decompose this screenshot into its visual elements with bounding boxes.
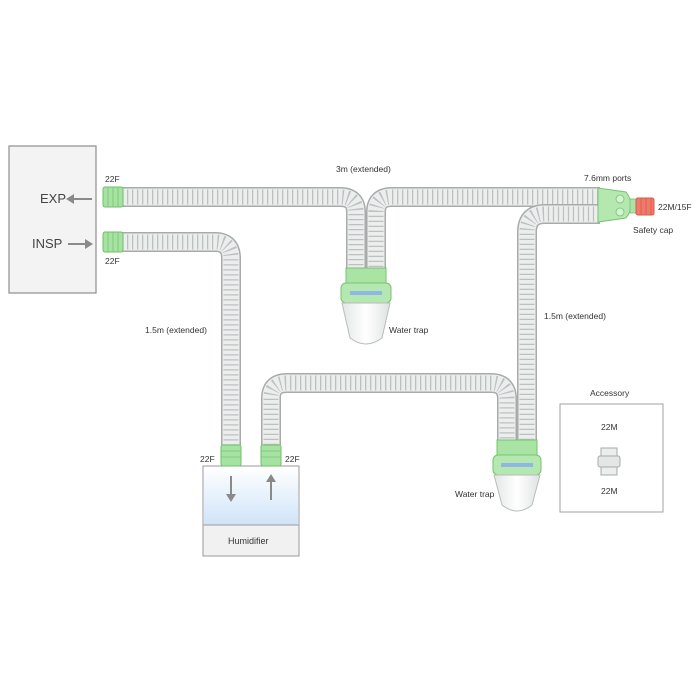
- tube-inspiratory: [122, 232, 241, 445]
- tube-right-length-label: 1.5m (extended): [544, 311, 606, 321]
- water-trap-1: [340, 267, 392, 345]
- humidifier-left-port-label: 22F: [200, 454, 215, 464]
- accessory-bottom-label: 22M: [601, 486, 618, 496]
- ventilator-box: [8, 145, 97, 294]
- humidifier-left-connector: [220, 444, 242, 467]
- humidifier: [202, 465, 300, 557]
- tube-top-length-label: 3m (extended): [336, 164, 391, 174]
- humidifier-label: Humidifier: [228, 536, 269, 546]
- accessory-connector: [597, 447, 621, 476]
- insp-connector-22f: [102, 231, 124, 253]
- humidifier-right-connector: [260, 444, 282, 467]
- water-trap-1-label: Water trap: [389, 325, 429, 335]
- water-trap-2: [492, 439, 542, 512]
- tube-expiratory: [122, 187, 366, 272]
- insp-port-label: 22F: [105, 256, 120, 266]
- safety-cap: [635, 197, 655, 216]
- exp-label: EXP: [40, 191, 66, 206]
- exp-connector-22f: [102, 186, 124, 208]
- exp-arrow-icon: [66, 194, 92, 204]
- tube-right-vertical: [517, 204, 600, 445]
- humidifier-right-port-label: 22F: [285, 454, 300, 464]
- y-piece: [597, 187, 637, 223]
- safety-cap-label: Safety cap: [633, 225, 673, 235]
- accessory-title: Accessory: [590, 388, 630, 398]
- ports-label: 7.6mm ports: [584, 173, 631, 183]
- humidifier-up-arrow-icon: [266, 474, 276, 500]
- accessory-top-label: 22M: [601, 422, 618, 432]
- humidifier-down-arrow-icon: [226, 476, 236, 502]
- tube-humidifier-out: [261, 373, 517, 445]
- tube-top-right: [366, 187, 600, 272]
- cap-size-label: 22M/15F: [658, 202, 692, 212]
- tube-left-length-label: 1.5m (extended): [145, 325, 207, 335]
- water-trap-2-label: Water trap: [455, 489, 495, 499]
- insp-label: INSP: [32, 236, 62, 251]
- insp-arrow-icon: [68, 239, 93, 249]
- exp-port-label: 22F: [105, 174, 120, 184]
